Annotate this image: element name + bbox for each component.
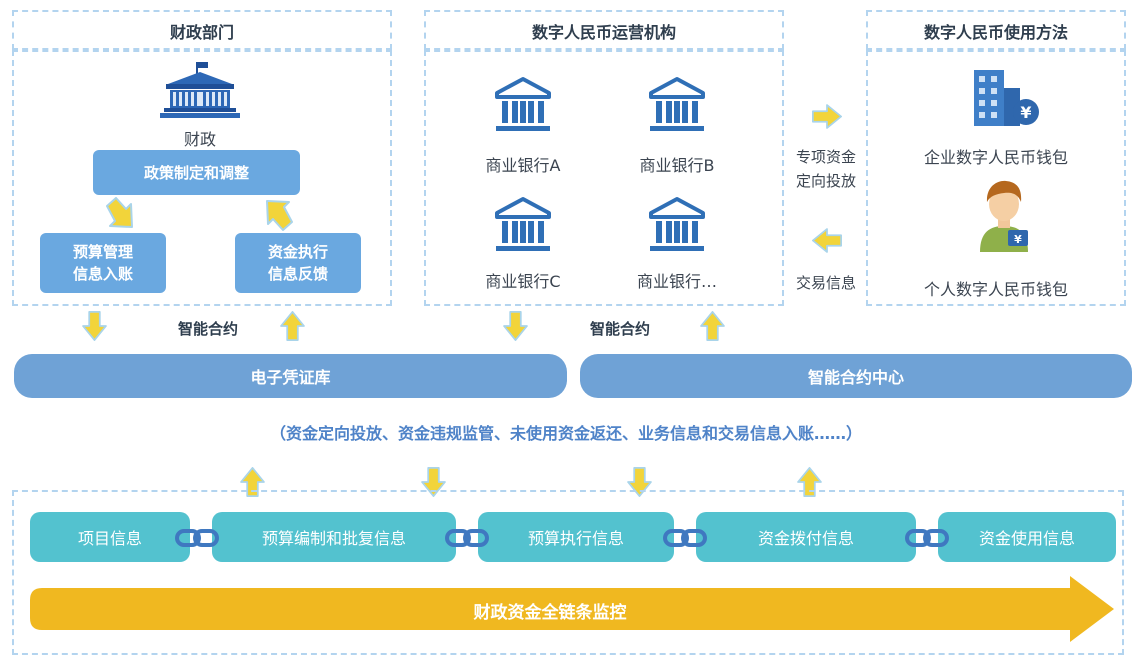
chain-link-icon — [663, 527, 707, 549]
note-text: （资金定向投放、资金违规监管、未使用资金返还、业务信息和交易信息入账……） — [269, 424, 862, 443]
monitor-arrow-shape — [30, 576, 1114, 642]
bank-icon — [493, 194, 553, 256]
transaction-info-label: 交易信息 — [795, 274, 856, 292]
arrow-up-icon — [700, 311, 725, 341]
special-funds-label: 专项资金 定向投放 — [795, 148, 856, 190]
monitor-label: 财政资金全链条监控 — [473, 603, 627, 623]
usage-panel — [866, 50, 1126, 306]
operators-title-box — [424, 10, 784, 50]
operators-title: 数字人民币运营机构 — [531, 23, 676, 42]
contract-center-bar: 智能合约中心 — [580, 354, 1132, 398]
finance-dept-title: 财政部门 — [169, 23, 234, 42]
finance-dept-panel — [12, 50, 392, 306]
arrow-right-icon — [812, 104, 842, 129]
usage-title-box — [866, 10, 1126, 50]
arrow-down-icon — [82, 311, 107, 341]
smart-contract-left-label: 智能合约 — [177, 320, 238, 338]
bank-c-label: 商业银行C — [485, 272, 561, 291]
chain-item-budget-approval: 预算编制和批复信息 — [212, 512, 456, 562]
svg-text:¥: ¥ — [1020, 103, 1031, 122]
svg-text:¥: ¥ — [1014, 233, 1022, 246]
arrow-up-icon — [280, 311, 305, 341]
operators-panel — [424, 50, 784, 306]
person-wallet-icon: ¥ — [980, 180, 1028, 252]
feedback-box: 资金执行 信息反馈 — [235, 233, 361, 293]
arrow-down-left-icon — [106, 197, 133, 228]
chain-item-project: 项目信息 — [30, 512, 190, 562]
chain-item-allocation: 资金拨付信息 — [696, 512, 916, 562]
usage-title: 数字人民币使用方法 — [923, 23, 1068, 42]
bank-icon — [647, 194, 707, 256]
finance-dept-title-box — [12, 10, 392, 50]
bank-icon — [493, 74, 553, 136]
chain-link-icon — [905, 527, 949, 549]
budget-box: 预算管理 信息入账 — [40, 233, 166, 293]
bank-b-label: 商业银行B — [639, 156, 715, 175]
chain-panel — [12, 490, 1124, 655]
arrow-up-left-icon — [266, 200, 293, 231]
personal-wallet-label: 个人数字人民币钱包 — [923, 280, 1068, 299]
chain-link-icon — [175, 527, 219, 549]
chain-item-usage: 资金使用信息 — [938, 512, 1116, 562]
bank-icon — [647, 74, 707, 136]
policy-box: 政策制定和调整 — [93, 150, 300, 195]
smart-contract-right-label: 智能合约 — [589, 320, 650, 338]
enterprise-building-icon: ¥ — [974, 70, 1039, 126]
voucher-bar: 电子凭证库 — [14, 354, 567, 398]
bank-more-label: 商业银行… — [636, 272, 717, 291]
arrow-down-icon — [503, 311, 528, 341]
government-building-icon — [160, 62, 240, 118]
chain-link-icon — [445, 527, 489, 549]
enterprise-wallet-label: 企业数字人民币钱包 — [923, 148, 1068, 167]
chain-item-budget-execution: 预算执行信息 — [478, 512, 674, 562]
finance-icon-label: 财政 — [183, 130, 216, 149]
bank-a-label: 商业银行A — [485, 156, 561, 175]
arrow-left-icon — [812, 228, 842, 253]
